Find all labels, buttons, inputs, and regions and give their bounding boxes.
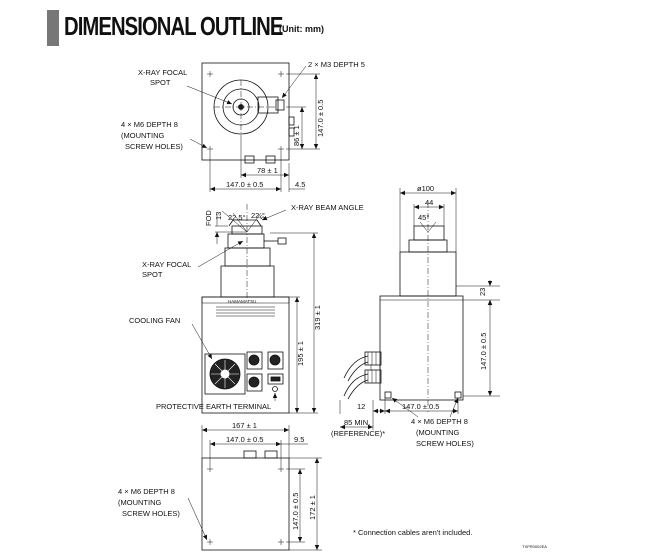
top-m6-label-3: SCREW HOLES) [125, 142, 183, 151]
top-view-mounting-holes [207, 71, 284, 152]
bottom-view-mounting-holes [207, 466, 284, 545]
top-view-connector-1 [244, 155, 255, 164]
front-fod-label: FOD [204, 210, 213, 226]
side-dim-147-v: 147.0 ± 0.5 [479, 333, 488, 370]
top-m3-label: 2 × M3 DEPTH 5 [308, 60, 365, 69]
top-dim-147-h: 147.0 ± 0.5 [226, 180, 263, 189]
bottom-view-outline [201, 457, 290, 551]
top-dim-4-5: 4.5 [295, 180, 305, 189]
front-angle-5: 5° [258, 211, 270, 222]
front-tube-body [220, 265, 275, 298]
side-reference: (REFERENCE)* [331, 429, 385, 438]
top-dim-147-v: 147.0 ± 0.5 [316, 100, 325, 137]
front-focal-label-2: SPOT [142, 270, 163, 279]
top-view: X-RAY FOCAL SPOT 2 × M3 DEPTH 5 4 × M6 D… [121, 60, 365, 192]
front-dim-195: 195 ± 1 [296, 341, 305, 366]
front-view: HAMAMATSU 22.5° 22 5° X-RAY BEAM ANGLE F… [129, 203, 364, 414]
bottom-dim-147-v: 147.0 ± 0.5 [291, 493, 300, 530]
side-dim-147-h: 147.0 ± 0.5 [402, 402, 439, 411]
side-m6-label-2: (MOUNTING [416, 428, 459, 437]
top-focal-label-1: X-RAY FOCAL [138, 68, 187, 77]
top-view-connector-2 [265, 155, 276, 164]
front-fod-13: 13 [214, 212, 223, 220]
top-m6-label-1: 4 × M6 DEPTH 8 [121, 120, 178, 129]
side-body-outline [379, 295, 464, 401]
bottom-dim-172: 172 ± 1 [308, 495, 317, 520]
side-m6-label-3: SCREW HOLES) [416, 439, 474, 448]
front-angle-22-5: 22.5° [228, 213, 246, 222]
top-dim-86: 86 ± 1 [292, 125, 301, 146]
bottom-view: 167 ± 1 147.0 ± 0.5 9.5 4 × M6 DEPTH 8 (… [118, 421, 322, 551]
bottom-m6-label-1: 4 × M6 DEPTH 8 [118, 487, 175, 496]
side-angle-45: 45° [418, 213, 429, 222]
earth-terminal-label: PROTECTIVE EARTH TERMINAL [156, 402, 271, 411]
front-cooling-fan [204, 353, 246, 395]
top-view-boss-tip [275, 99, 285, 111]
side-m6-label-1: 4 × M6 DEPTH 8 [411, 417, 468, 426]
footnote: * Connection cables aren't included. [353, 528, 473, 537]
cooling-fan-label: COOLING FAN [129, 316, 180, 325]
page-title: DIMENSIONAL OUTLINE [64, 11, 283, 41]
side-dim-dia-100: ø100 [417, 184, 434, 193]
bottom-m6-label-3: SCREW HOLES) [122, 509, 180, 518]
front-brand-label: HAMAMATSU [228, 299, 256, 304]
drawing-code: TXPR0002EA [522, 544, 547, 549]
top-m6-label-2: (MOUNTING [121, 131, 164, 140]
bottom-dim-147-h: 147.0 ± 0.5 [226, 435, 263, 444]
front-angle-22: 22 [251, 211, 259, 220]
top-focal-label-2: SPOT [150, 78, 171, 87]
unit-label: (Unit: mm) [279, 24, 324, 34]
side-dim-23: 23 [478, 288, 487, 296]
front-focal-label-1: X-RAY FOCAL [142, 260, 191, 269]
side-85-min: 85 MIN. [344, 418, 370, 427]
top-dim-78: 78 ± 1 [257, 166, 278, 175]
bottom-m6-label-2: (MOUNTING [118, 498, 161, 507]
top-view-outline [201, 62, 290, 161]
bottom-dim-9-5: 9.5 [294, 435, 304, 444]
title-accent-bar [47, 10, 59, 46]
front-dim-319: 319 ± 1 [313, 305, 322, 330]
bottom-dim-167: 167 ± 1 [232, 421, 257, 430]
side-view: 45° ø100 44 23 147.0 ± 0.5 12 147.0 ± 0.… [331, 184, 500, 448]
side-dim-12: 12 [357, 402, 365, 411]
top-view-side-boss [257, 96, 279, 114]
side-dim-44: 44 [425, 198, 433, 207]
beam-angle-label: X-RAY BEAM ANGLE [291, 203, 364, 212]
